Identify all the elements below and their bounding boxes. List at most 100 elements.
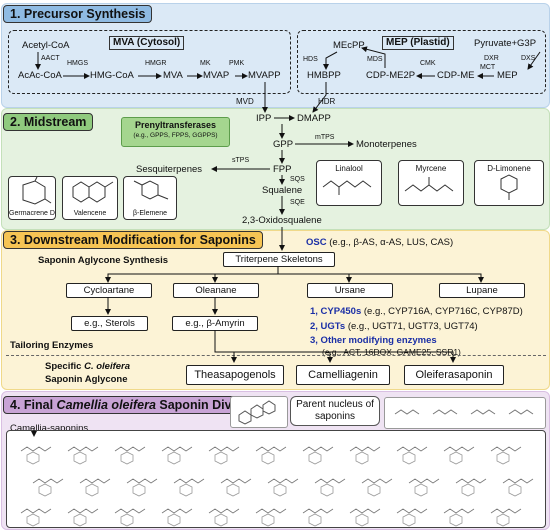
osc-examples: (e.g., β-AS, α-AS, LUS, CAS) (329, 237, 454, 248)
cyp-examples: (e.g., CYP716A, CYP716C, CYP87D) (361, 306, 523, 317)
saponin-ring-sketch-4 (167, 451, 181, 465)
aglycone-synthesis-label: Saponin Aglycone Synthesis (38, 255, 169, 266)
hds-enzyme: HDS (303, 56, 318, 63)
cdp-me2p: CDP-ME2P (366, 70, 416, 81)
hmgr-enzyme: HMGR (145, 60, 167, 67)
saponin-structure-sketch-20 (455, 478, 487, 484)
squalene: Squalene (262, 185, 303, 196)
cyp-enzyme: 1, CYP450s (310, 306, 362, 317)
saponin-structure-sketch-28 (302, 508, 334, 514)
myrcene-structure: Myrcene (398, 160, 464, 206)
camellia-saponins-label: Camellia-saponins (10, 423, 89, 434)
aact-enzyme: AACT (41, 55, 60, 62)
limonene-label: D-Limonene (487, 164, 531, 173)
valencene-drawing-icon (72, 181, 114, 203)
mtps-enzyme: mTPS (315, 134, 335, 141)
mep-box (297, 30, 546, 94)
germacrene-structure: Germacrene D (8, 176, 56, 220)
variant-structures-icon (394, 409, 534, 415)
pmk-enzyme: PMK (229, 60, 245, 67)
saponin-ring-sketch-3 (120, 451, 134, 465)
saponin-ring-sketch-28 (261, 513, 275, 527)
dxr-enzyme: DXR (484, 55, 499, 62)
limonene-structure: D-Limonene (474, 160, 544, 206)
hmgs-enzyme: HMGS (67, 60, 88, 67)
elemene-label: β-Elemene (133, 210, 167, 217)
saponin-ring-sketch-33 (496, 513, 510, 527)
saponin-ring-sketch-19 (367, 483, 381, 497)
saponin-structure-sketch-27 (255, 508, 287, 514)
specific-aglycone-line2: Saponin Aglycone (45, 374, 128, 385)
mva-title: MVA (Cytosol) (109, 36, 185, 50)
arrow-to-camelliagenin (214, 330, 333, 363)
myrcene-drawing-icon (404, 177, 454, 192)
saponin-ring-sketch-26 (167, 513, 181, 527)
saponin-ring-sketch-7 (308, 451, 322, 465)
triterpene-skeletons-box: Triterpene Skeletons (223, 252, 335, 267)
prenyltransferase-box: Prenyltransferases (e.g., GPPS, FPPS, GG… (121, 117, 230, 147)
saponin-structure-sketch-1 (67, 446, 99, 452)
elemene-drawing-icon (133, 180, 169, 200)
ugt-line: 2, UGTs (e.g., UGT71, UGT73, UGT74) (310, 322, 478, 332)
saponin-ring-sketch-16 (226, 483, 240, 497)
osc-line: OSC (e.g., β-AS, α-AS, LUS, CAS) (306, 238, 453, 248)
ugt-enzyme: 2, UGTs (310, 321, 346, 332)
mvap-compound: MVAP (203, 70, 230, 81)
saponin-structure-sketch-6 (302, 446, 334, 452)
saponin-ring-sketch-29 (308, 513, 322, 527)
saponin-structure-sketch-0 (20, 446, 52, 452)
saponin-ring-sketch-10 (449, 451, 463, 465)
germacrene-label: Germacrene D (9, 210, 55, 217)
saponin-structure-sketch-21 (502, 478, 534, 484)
prenyl-examples: (e.g., GPPS, FPPS, GGPPS) (133, 132, 218, 139)
mvd-enzyme: MVD (236, 97, 254, 106)
parent-nucleus-label: Parent nucleus of saponins (290, 396, 380, 426)
fpp: FPP (273, 164, 292, 175)
saponin-structure-sketch-12 (79, 478, 111, 484)
dashed-divider (6, 355, 546, 356)
ugt-examples: (e.g., UGT71, UGT73, UGT74) (345, 321, 478, 332)
mep-title: MEP (Plastid) (382, 36, 454, 50)
saponin-structure-sketch-2 (114, 446, 146, 452)
cyp-line: 1, CYP450s (e.g., CYP716A, CYP716C, CYP8… (310, 307, 523, 317)
saponin-structure-sketch-19 (408, 478, 440, 484)
oleiferasaponin-box: Oleiferasaponin (404, 365, 504, 385)
saponin-structure-sketch-13 (126, 478, 158, 484)
section-4-title-a: 4. Final (10, 398, 57, 412)
cycloartane-box: Cycloartane (66, 283, 152, 298)
sqs-enzyme: SQS (290, 176, 305, 183)
mct-enzyme: MCT (480, 64, 496, 71)
tailoring-label: Tailoring Enzymes (10, 340, 94, 351)
saponin-structure-sketch-24 (114, 508, 146, 514)
specific-aglycone-line1: Specific C. oleifera (45, 362, 130, 372)
saponin-structure-sketch-22 (20, 508, 52, 514)
lupane-box: Lupane (439, 283, 525, 298)
arrow-to-cycloartane (105, 266, 279, 283)
pyruvate-g3p: Pyruvate+G3P (474, 38, 537, 49)
arrow-to-oleiferasaponin (330, 351, 456, 363)
saponin-structure-sketch-9 (443, 446, 475, 452)
saponin-ring-sketch-17 (273, 483, 287, 497)
sterols-box: e.g., Sterols (71, 316, 148, 331)
monoterpenes: Monoterpenes (356, 139, 417, 150)
saponin-ring-sketch-31 (402, 513, 416, 527)
oleanane-box: Oleanane (173, 283, 259, 298)
saponin-ring-sketch-6 (261, 451, 275, 465)
saponin-structure-sketch-29 (349, 508, 381, 514)
saponin-structures-grid-icon (20, 446, 534, 527)
hmg-coa: HMG-CoA (90, 70, 134, 81)
limonene-drawing-icon (500, 174, 518, 200)
mds-enzyme: MDS (367, 56, 383, 63)
mva-box (8, 30, 291, 94)
saponin-structure-sketch-5 (255, 446, 287, 452)
saponin-structure-sketch-4 (208, 446, 240, 452)
sqe-enzyme: SQE (290, 199, 305, 206)
saponin-ring-sketch-27 (214, 513, 228, 527)
specific-a: Specific (45, 361, 85, 372)
saponin-structure-sketch-31 (443, 508, 475, 514)
saponin-structure-sketch-8 (396, 446, 428, 452)
linalool-label: Linalool (335, 164, 363, 173)
arrow-cdpme2p-mecpp (361, 46, 386, 68)
mvapp-compound: MVAPP (248, 70, 281, 81)
